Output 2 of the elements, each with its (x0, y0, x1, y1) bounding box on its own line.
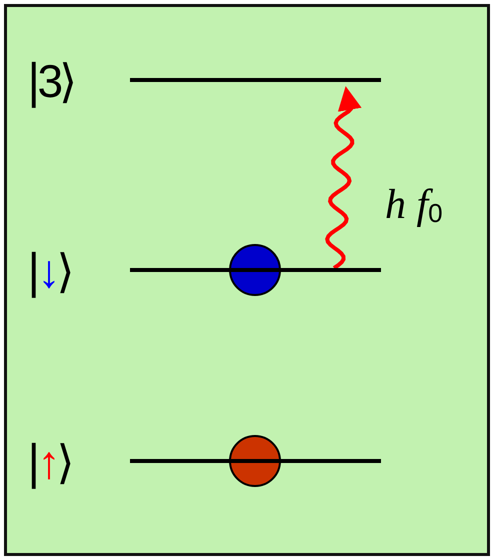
wavy-arrow (325, 86, 362, 270)
edge-label: h f$_{0}$ (385, 184, 443, 226)
